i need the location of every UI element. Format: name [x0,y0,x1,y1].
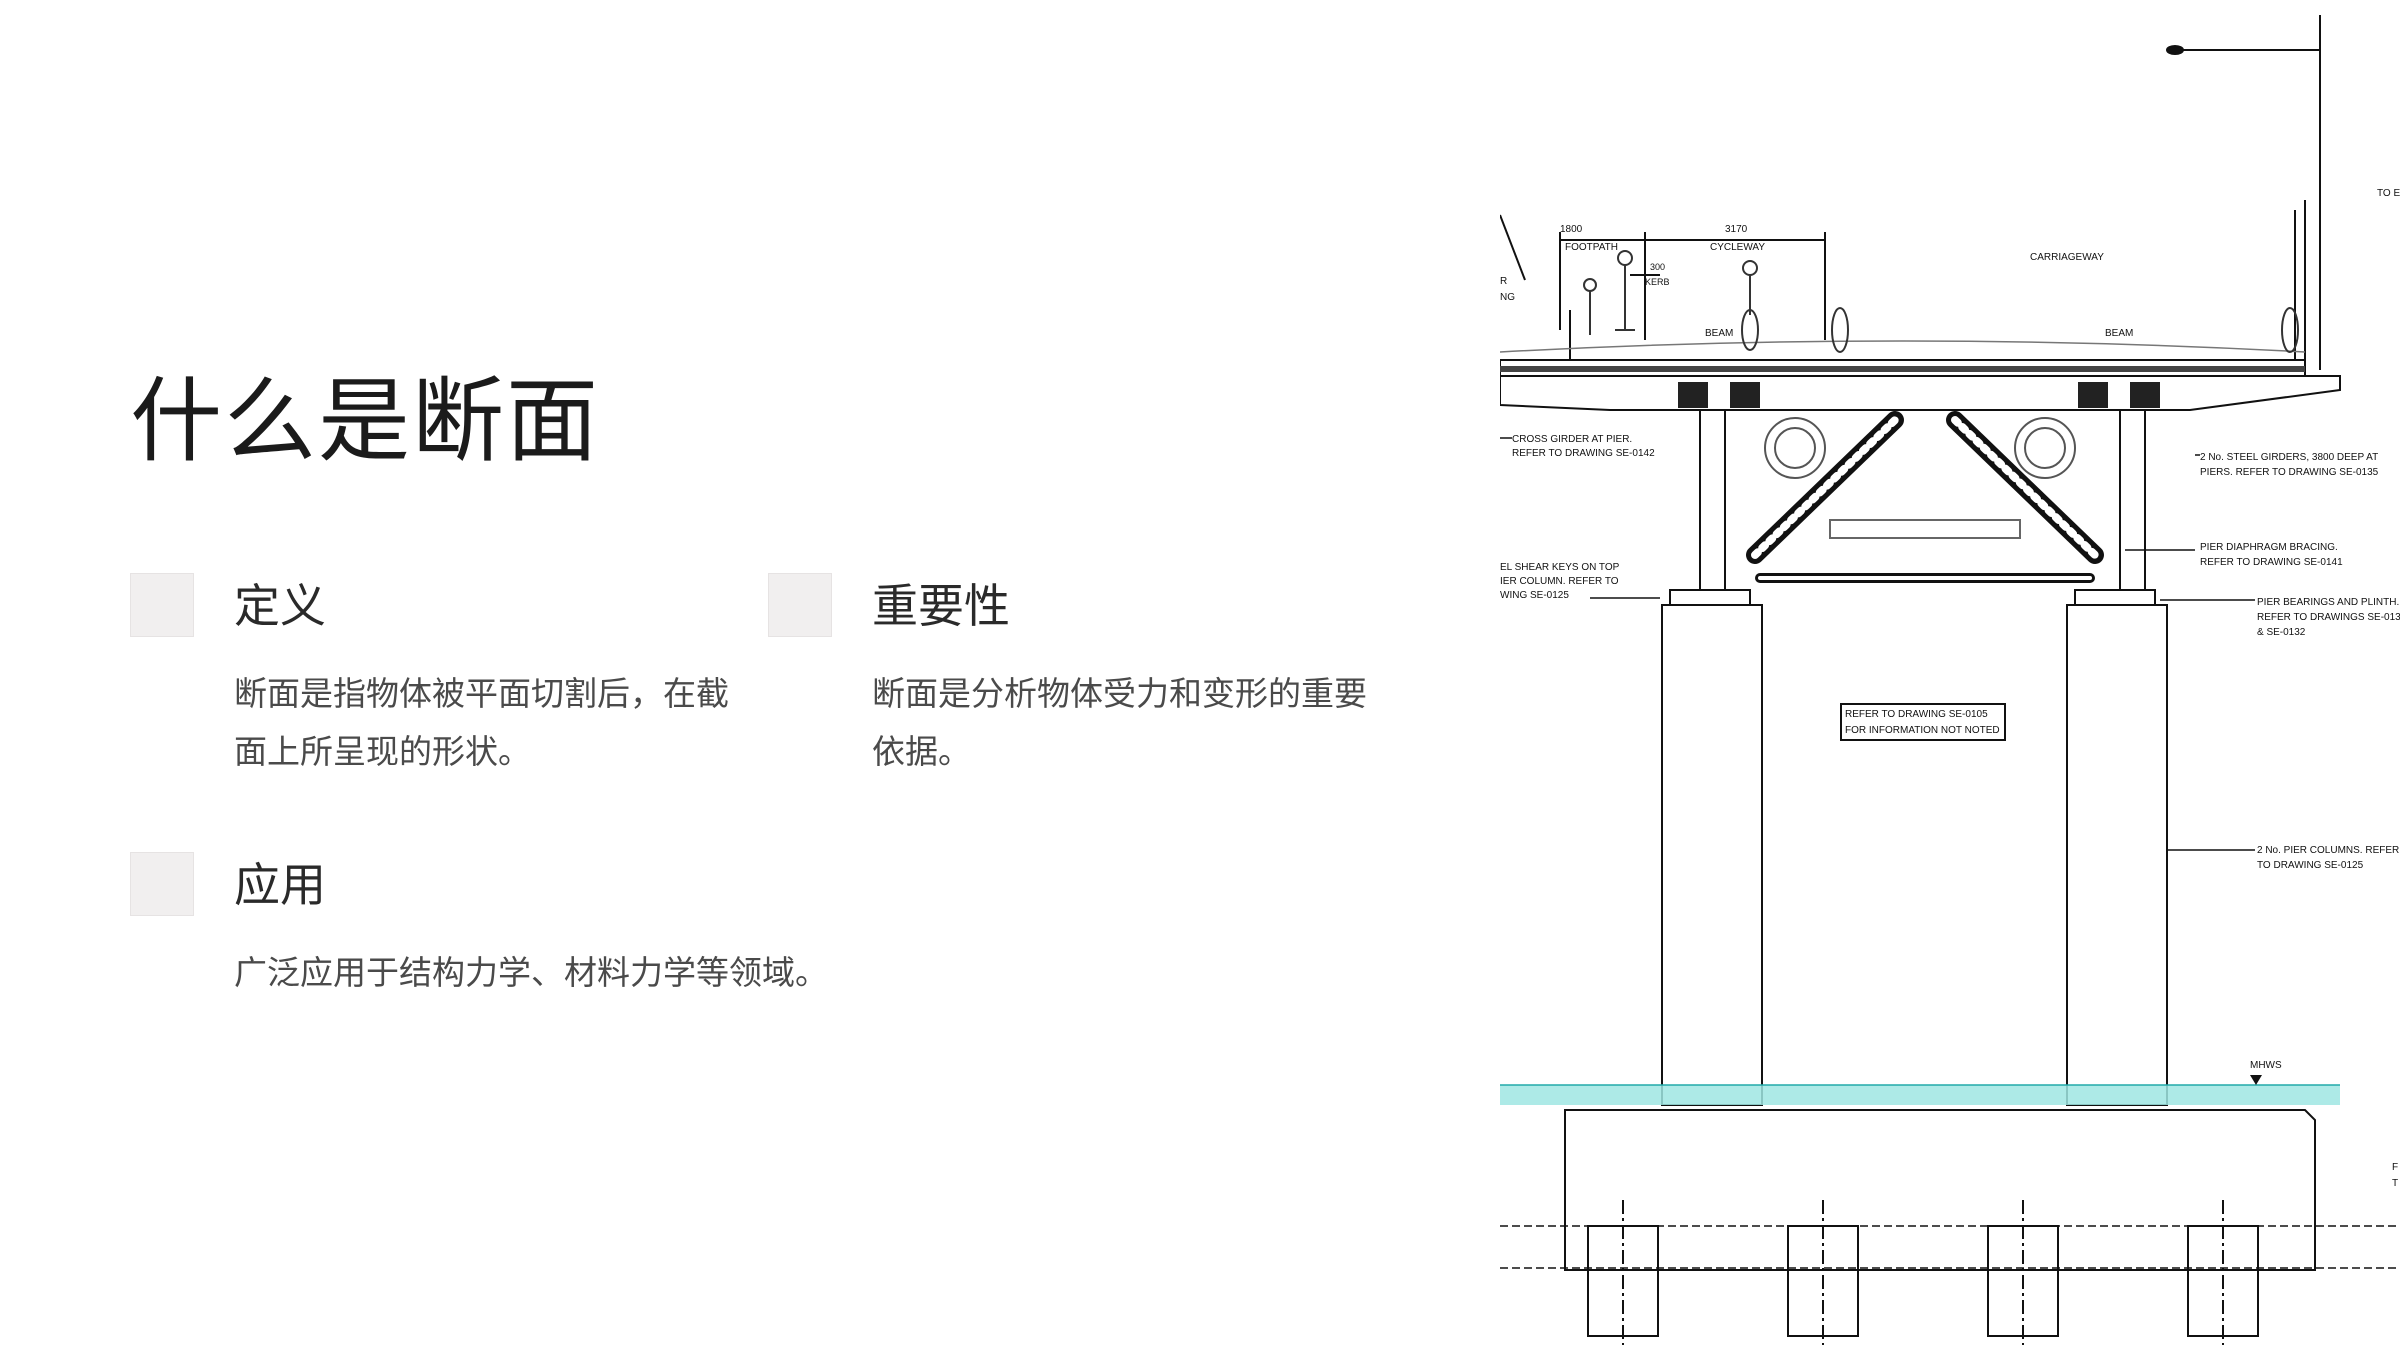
bearing [2078,382,2108,408]
dim-kerb-label: KERB [1645,277,1670,287]
dim-footpath-value: 1800 [1560,224,1583,235]
note-diaphragm: REFER TO DRAWING SE-0141 [2200,557,2343,568]
deck-reinforcement [1500,366,2305,372]
note-columns: TO DRAWING SE-0125 [2257,860,2364,871]
piles [1587,1200,2259,1345]
deck-surface [1500,340,2306,353]
cyclist-head [1742,260,1758,276]
note-refer-box: FOR INFORMATION NOT NOTED [1845,725,2000,736]
dim-footpath-label: FOOTPATH [1565,242,1618,253]
service-duct [2014,417,2076,479]
card-body: 广泛应用于结构力学、材料力学等领域。 [234,953,828,992]
pile-cap [1500,1109,2400,1271]
cyclist-wheel [1741,309,1759,351]
dim-cycleway-value: 3170 [1725,224,1748,235]
brace-right-detail [1951,416,2099,559]
diaphragm-bracing [1746,411,2104,583]
deck-soffit [1500,375,2341,411]
bridge-section-svg: 1800 FOOTPATH 3170 CYCLEWAY 300 KERB CAR… [1500,15,2400,1345]
note-shear-keys: EL SHEAR KEYS ON TOP [1500,562,1620,573]
leader-lines [1500,437,2255,851]
mhws-marker [2250,1075,2262,1085]
card-heading: 应用 [234,858,326,912]
service-duct-inner [2024,427,2066,469]
drainage-detail [1829,519,2021,539]
water-level [1500,1085,2340,1105]
note-columns: 2 No. PIER COLUMNS. REFER [2257,845,2399,856]
edge-label: T [2392,1178,2398,1189]
to-label: TO E [2377,188,2400,199]
note-bearings: PIER BEARINGS AND PLINTH. [2257,597,2399,608]
mhws-label: MHWS [2250,1060,2282,1071]
person-head [1617,250,1633,266]
page-title: 什么是断面 [130,368,601,475]
barrier-left [1500,214,1526,281]
card-heading: 定义 [234,579,326,633]
note-shear-keys: WING SE-0125 [1500,590,1569,601]
note-steel-girders: PIERS. REFER TO DRAWING SE-0135 [2200,467,2379,478]
card-body: 断面是分析物体受力和变形的重要依据。 [872,674,1367,771]
pier-column [2066,604,2168,1106]
edge-label: F [2392,1162,2398,1173]
pier-columns [1661,604,2168,1106]
note-steel-girders: 2 No. STEEL GIRDERS, 3800 DEEP AT [2200,452,2378,463]
lamp-head [2166,45,2184,55]
note-diaphragm: PIER DIAPHRAGM BRACING. [2200,542,2338,553]
bridge-section-drawing: 1800 FOOTPATH 3170 CYCLEWAY 300 KERB CAR… [1500,0,2400,1350]
note-shear-keys: IER COLUMN. REFER TO [1500,576,1619,587]
deck [1500,340,2341,411]
side-label: R [1500,276,1507,287]
pier-column [1661,604,1763,1106]
note-refer-box: REFER TO DRAWING SE-0105 [1845,709,1988,720]
bearing [2130,382,2160,408]
card-marker [130,573,194,637]
cyclist-wheel [2281,307,2299,353]
carriageway-label: CARRIAGEWAY [2030,252,2104,263]
side-label: NG [1500,292,1515,303]
note-box [1840,703,2006,741]
dim-kerb-value: 300 [1650,262,1665,272]
bearing [1730,382,1760,408]
card-body: 断面是指物体被平面切割后，在截面上所呈现的形状。 [234,674,729,771]
note-cross-girder: REFER TO DRAWING SE-0142 [1512,448,1655,459]
pile-cap-outline [1564,1109,2316,1271]
service-duct-inner [1774,427,1816,469]
people-sketch [1583,250,2299,353]
card-marker [768,573,832,637]
note-bearings: & SE-0132 [2257,627,2306,638]
beam-label-right: BEAM [2105,328,2133,339]
beam-label-left: BEAM [1705,328,1733,339]
card-heading: 重要性 [872,579,1010,633]
cyclist-wheel [1831,307,1849,353]
person-head [1583,278,1597,292]
brace-left-detail [1751,416,1899,559]
bearing [1678,382,1708,408]
bearings [1678,382,2160,408]
service-duct [1764,417,1826,479]
card-marker [130,852,194,916]
note-cross-girder: CROSS GIRDER AT PIER. [1512,434,1632,445]
dim-cycleway-label: CYCLEWAY [1710,242,1765,253]
note-bearings: REFER TO DRAWINGS SE-013 [2257,612,2400,623]
